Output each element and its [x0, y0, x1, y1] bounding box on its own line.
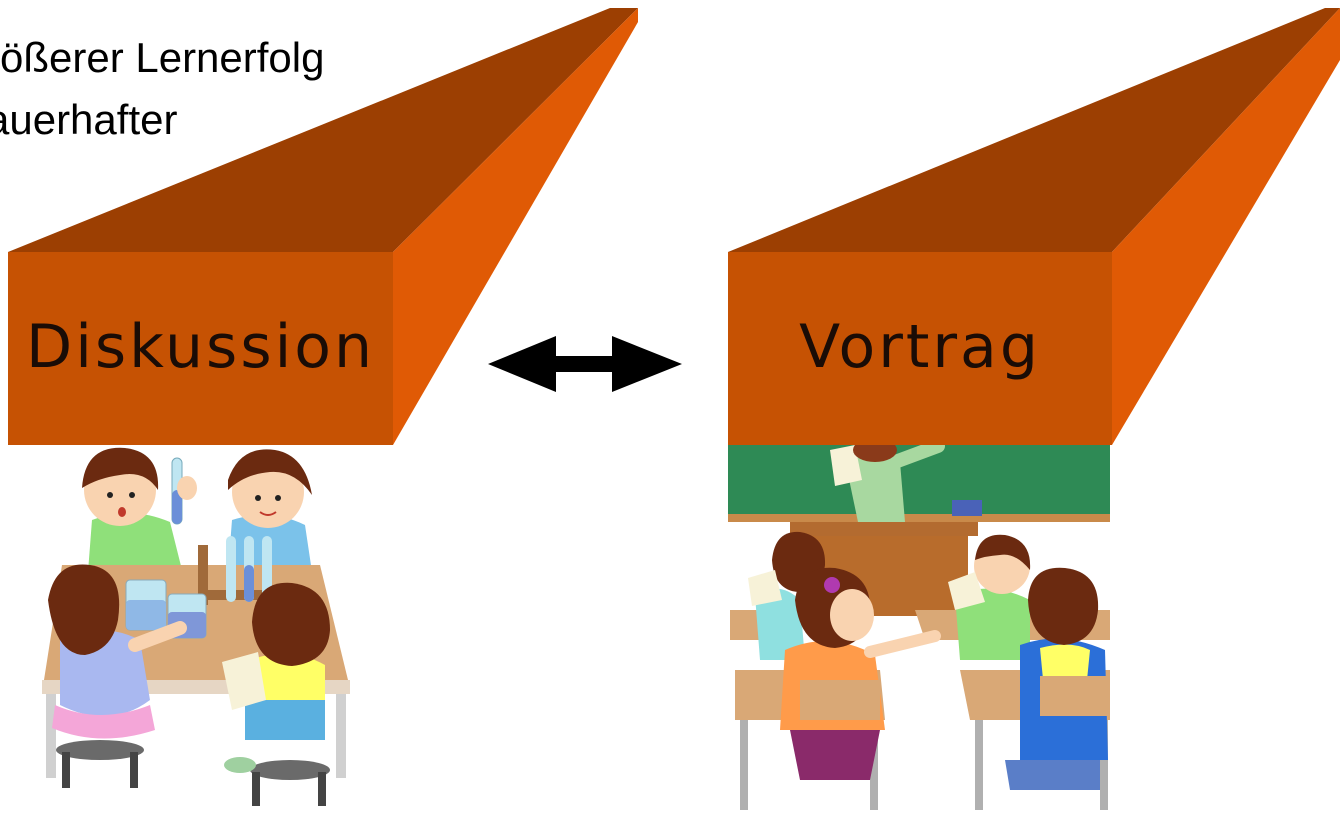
teacher: [830, 438, 945, 522]
double-arrow-icon: [488, 336, 682, 392]
beam-discussion: [8, 8, 638, 445]
bullet-lasting: auerhafter: [0, 96, 178, 143]
beam-label-discussion: Diskussion: [26, 312, 375, 382]
student-girl-raising-hand: [780, 567, 941, 780]
group-experiment-illustration: [42, 447, 350, 806]
student-boy-front: [1005, 567, 1110, 790]
beam-front-face: [728, 252, 1112, 445]
child-front-left: [48, 564, 187, 788]
beam-side-face: [1112, 8, 1340, 445]
beam-label-lecture: Vortrag: [799, 312, 1041, 382]
bullet-learning-success: rößerer Lernerfolg: [0, 34, 325, 81]
beam-front-face: [8, 252, 393, 445]
beam-side-face: [393, 8, 638, 445]
student-back-right: [948, 534, 1031, 660]
child-back-left: [82, 447, 182, 572]
child-front-right: [222, 582, 330, 806]
beam-top-face: [728, 8, 1340, 252]
beam-lecture: [728, 8, 1340, 445]
test-tube-held: [171, 457, 197, 525]
eraser: [952, 500, 982, 516]
classroom-lecture-illustration: [728, 438, 1110, 810]
beam-top-face: [8, 8, 638, 252]
